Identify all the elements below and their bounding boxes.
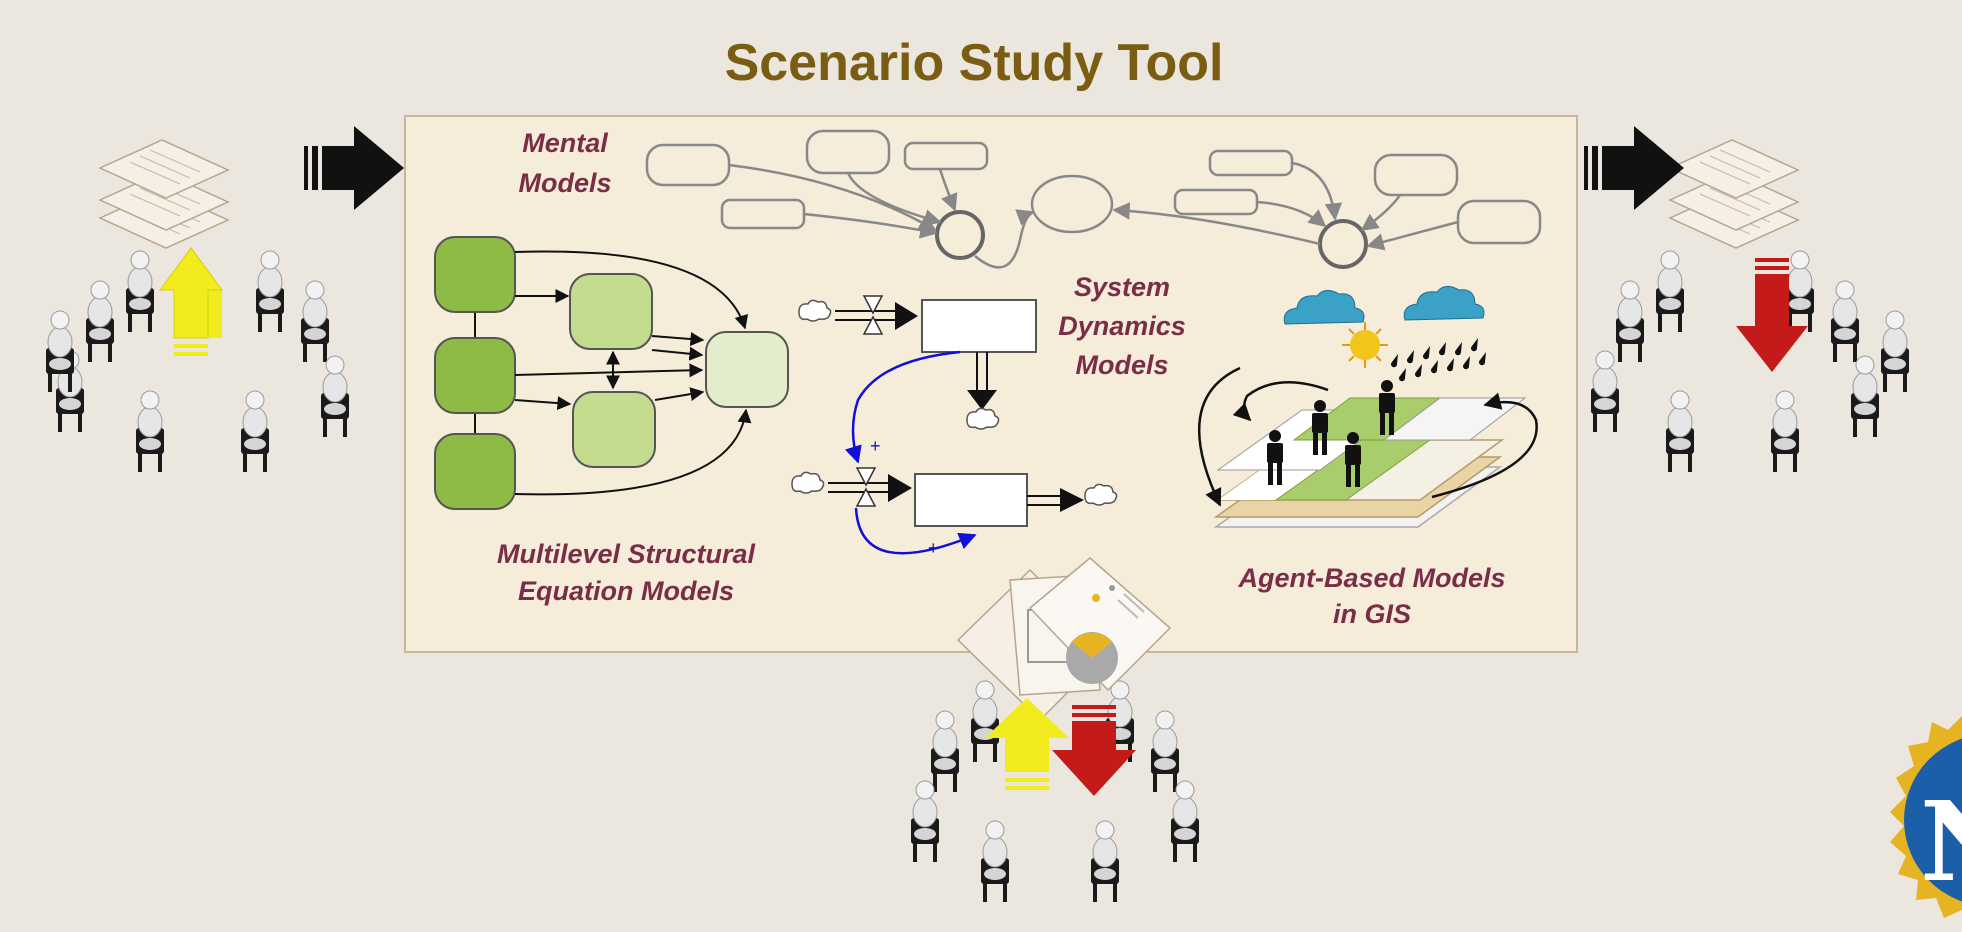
stakeholder-group-bottom-icon [910,680,1200,903]
system-dynamics-label-line2: Dynamics [1058,311,1186,341]
abm-label-line1: Agent-Based Models [1237,563,1505,593]
mental-models-label-line1: Mental [522,128,608,158]
output-arrow-icon [1584,126,1684,210]
upload-arrow-bottom-icon [985,698,1069,790]
input-arrow-icon [304,126,404,210]
page-title: Scenario Study Tool [725,34,1224,92]
flow-sign-positive-2: + [928,538,939,558]
stock-flow-diagram [791,295,1118,555]
msem-diagram [434,236,789,510]
rain-cloud-icon [1283,285,1486,382]
mental-model-map [645,129,1542,269]
gis-layers-diagram [1197,285,1538,528]
stakeholder-group-right-icon [1590,250,1910,473]
abm-label-line2: in GIS [1333,599,1411,629]
svg-text:N: N [1920,777,1962,906]
download-arrow-bottom-icon [1052,705,1136,796]
upload-arrow-left-icon [159,247,223,356]
documents-stack-right-icon [1669,139,1799,249]
nsf-seal-icon: N [1890,716,1962,918]
report-documents-icon [956,557,1172,722]
system-dynamics-label-line1: System [1074,272,1170,302]
mental-models-label-line2: Models [518,168,611,198]
system-dynamics-label-line3: Models [1075,350,1168,380]
documents-stack-left-icon [99,139,229,249]
msem-label-line1: Multilevel Structural [497,539,756,569]
flow-sign-positive-1: + [870,436,881,456]
msem-label-line2: Equation Models [518,576,734,606]
download-arrow-right-icon [1736,258,1808,372]
